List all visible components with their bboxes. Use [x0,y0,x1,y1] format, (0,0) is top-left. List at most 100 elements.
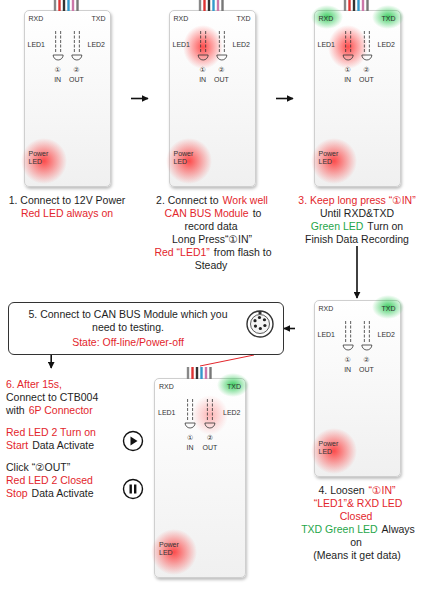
cable-wire [63,0,65,11]
led-dome [216,55,226,56]
cable-wire [76,0,78,11]
led-label: LED1 [28,41,46,49]
button-label: OUT [210,76,232,84]
connector-pin [253,319,256,322]
led-dome [361,55,371,56]
led-lead [350,31,351,53]
flow-arrow [50,355,52,368]
step-caption: 3. Keep long press “①IN”Until RXD&TXDGre… [293,194,421,246]
device-housing: RXDTXDLED1LED2①IN②OUTPower LED [314,300,401,477]
step-text: CAN BUS Module [165,207,249,219]
step-text: 2. Connect to [156,194,218,206]
step-note-box: 5. Connect to CAN BUS Module which you n… [8,302,284,355]
led-label: LED1 [173,41,191,49]
led-label: LED2 [88,41,106,49]
cable-wire [366,0,368,11]
step-caption: 1. Connect to 12V PowerRed LED always on [3,194,131,220]
led-glow [21,138,67,184]
power-led-label: Power LED [174,150,198,165]
step-text: 1. Connect to 12V Power [9,194,126,206]
icon-ring [124,480,143,499]
cable-wire [72,0,74,11]
led-dome [71,55,81,60]
cable-wire [208,0,210,11]
flow-arrow [356,246,358,298]
play-icon [122,430,144,452]
step-caption-column: 6. After 15s,Connect to CTB004with6P Con… [4,368,144,500]
step-text: Data Activate [32,439,94,451]
led-dome [71,55,81,56]
cable-wire [353,0,355,11]
button-label: IN [193,76,213,84]
led-lead [218,31,219,53]
led-glow [311,138,357,184]
step-text: Until RXD&TXD [320,207,394,219]
device-step: RXDTXDLED1LED2①IN②OUTPower LED4. Loosen“… [295,298,419,562]
led-dome [343,345,353,346]
cable-wire [357,0,359,11]
cable-wire [58,0,60,11]
led-label: LED2 [233,41,251,49]
step-text: 5. Connect to CAN BUS Module which you n… [17,308,239,334]
led-lead [368,321,369,343]
led-dome [53,55,63,56]
ribbon-cable [47,0,87,11]
led-lead [212,399,213,421]
button-label: IN [180,444,200,452]
step-text: (Means it get data) [313,549,401,561]
button-label: ② [70,66,82,74]
signal-label: RXD [319,15,334,23]
step-text: Red LED always on [21,207,113,219]
step-text: 6. After 15s, [6,378,62,390]
led-label: LED1 [318,331,336,339]
pause-mark [134,485,136,494]
led-lead [55,31,56,53]
button-label: IN [338,76,358,84]
led-lead [205,31,206,53]
step-text: Green LED [311,220,364,232]
step-text: Finish Data Recording [305,233,409,245]
led-label: LED1 [318,41,336,49]
step-text: Red “LED1” [154,246,209,258]
device-step: RXDTXDLED1LED2①IN②OUTPower LED2. Connect… [148,0,276,272]
led-lead [345,321,346,343]
step-text: “①IN” [369,484,396,496]
button-label: OUT [355,366,377,374]
connector-pin [258,316,261,319]
cable-wire [209,367,211,379]
connector-pin [263,324,266,327]
pause-mark [130,485,132,494]
step-text: “LED1”& RXD LED Closed [314,497,403,522]
led-lead [192,399,193,421]
step-text: Start [6,439,28,451]
button-label: ② [360,356,372,364]
led-dome [185,423,195,428]
signal-label: RXD [174,15,189,23]
cable-wire [205,367,207,379]
step-text: 4. Loosen [318,484,364,496]
step-caption: 6. After 15s,Connect to CTB004with6P Con… [4,378,144,500]
cable-wire [362,0,364,11]
device-step: RXDTXDLED1LED2①IN②OUTPower LED1. Connect… [3,0,131,220]
play-mark [131,437,138,446]
step-text: 6P Connector [29,404,93,416]
led-lead [200,31,201,53]
led-dome [361,55,371,60]
step-text: Turn on [367,220,403,232]
ribbon-cable [337,0,377,11]
led-dome [343,345,353,350]
signal-label: RXD [159,383,174,391]
led-lead [73,31,74,53]
step-text: Work well [223,194,268,206]
step-text: Long Press“①IN” [172,233,252,245]
device-housing: RXDTXDLED1LED2①IN②OUTPower LED [154,378,246,578]
led-lead [187,399,188,421]
cable-wire [221,0,223,11]
step-text: Red LED 2 Turn on [6,426,96,439]
step-text: State: Off-line/Power-off [17,336,239,349]
cable-wire [54,0,56,11]
signal-label: TXD [223,383,241,391]
button-label: ① [184,434,196,442]
power-led-label: Power LED [319,440,343,455]
